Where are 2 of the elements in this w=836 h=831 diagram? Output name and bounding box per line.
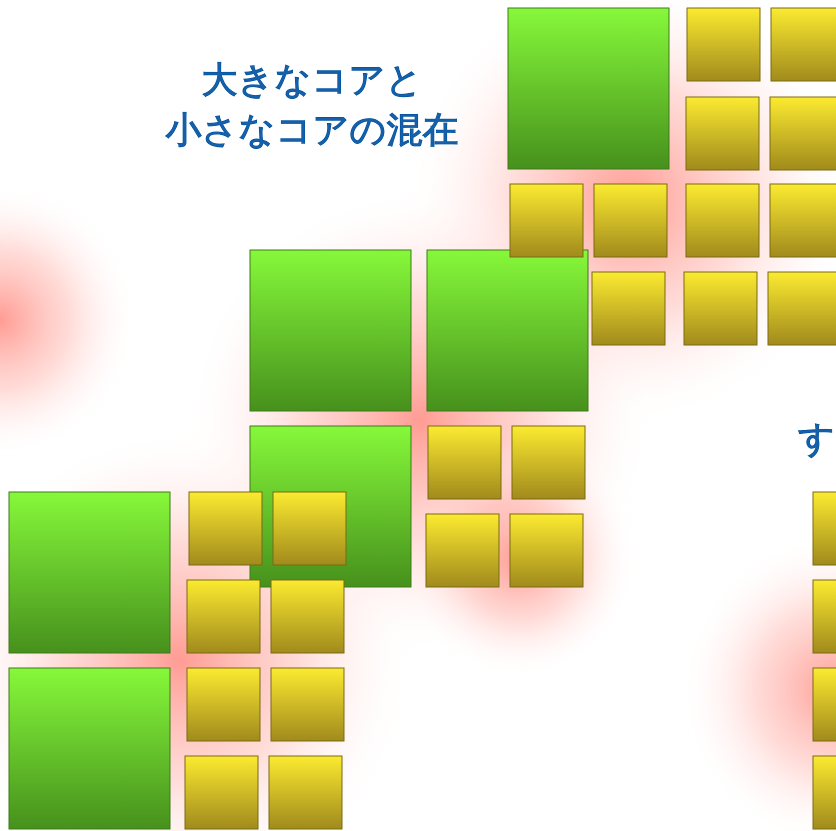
heading-fragment: す bbox=[798, 418, 835, 462]
heading: 大きなコアと小さなコアの混在 bbox=[166, 59, 458, 153]
